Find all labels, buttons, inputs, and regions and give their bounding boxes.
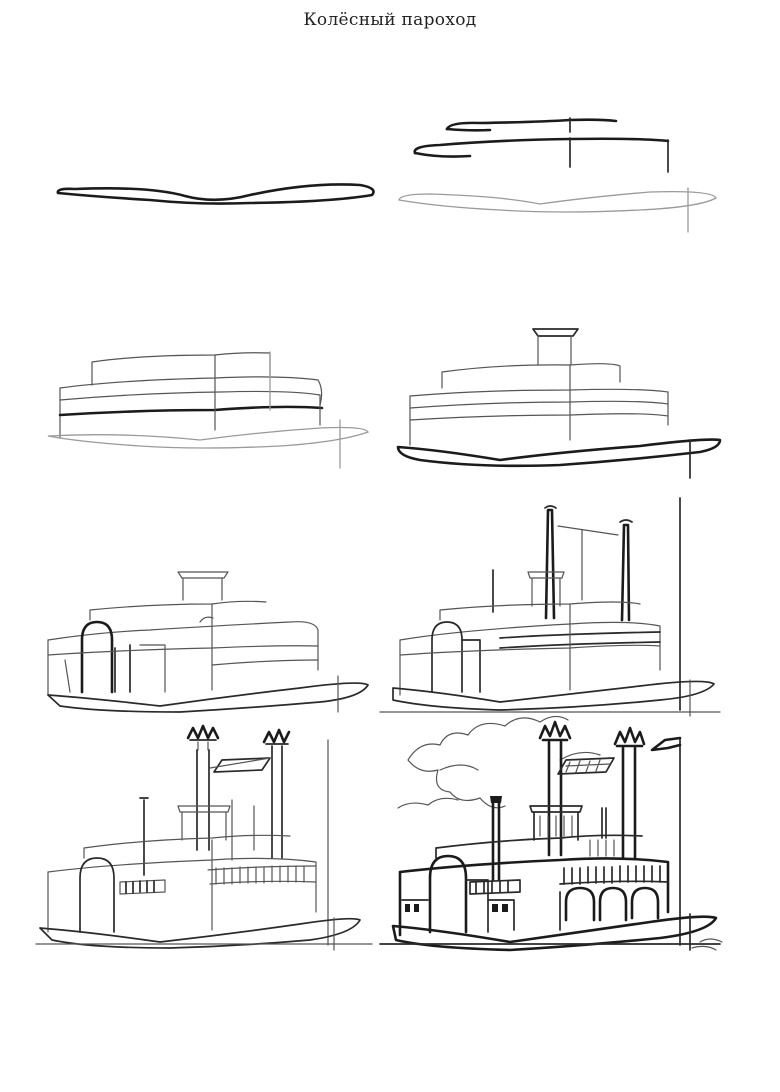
step-5-paddle-wheel: [47, 571, 369, 713]
step-4-pilothouse-added: [396, 328, 722, 479]
step-2-deck-lines: [398, 117, 717, 233]
step-8-finished-steamboat: [379, 715, 723, 952]
step-3-superstructure: [47, 351, 369, 469]
page-title: Колёсный пароход: [303, 10, 477, 30]
step-1-hull-curve: [56, 183, 375, 205]
step-6-smokestacks: [379, 497, 721, 717]
step-7-details: [35, 724, 373, 951]
